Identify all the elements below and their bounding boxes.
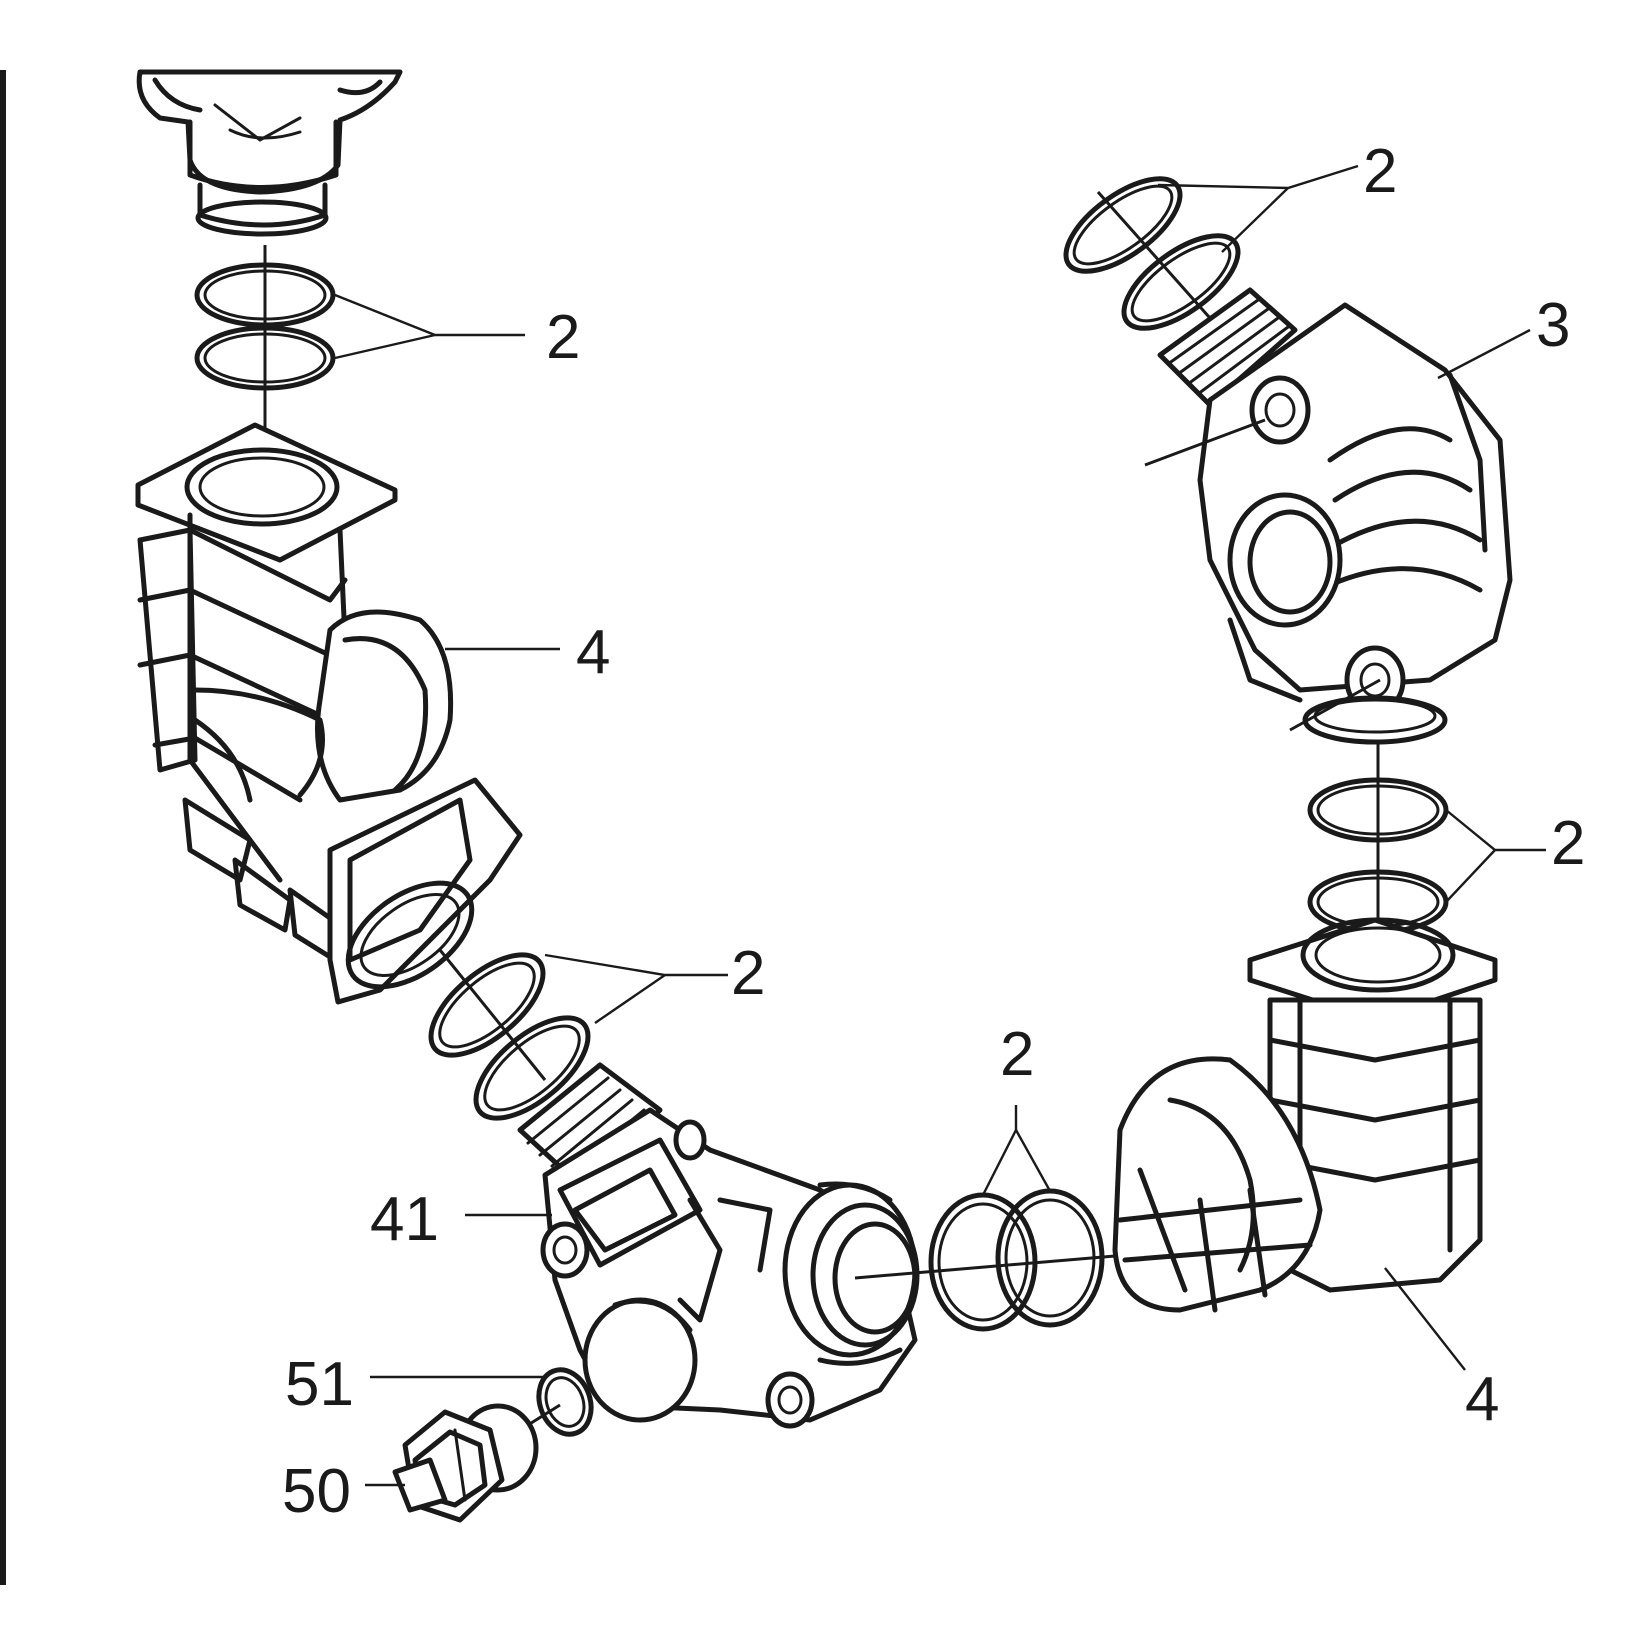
axis-right-upper: [1144, 418, 1266, 467]
elbow-fitting-right: [1112, 917, 1498, 1313]
o-ring-51: [536, 1367, 594, 1437]
axis-middle-left: [438, 949, 547, 1081]
page-border-bar: [0, 70, 6, 1585]
main-housing-41: [517, 1062, 920, 1429]
o-ring-pair-upper-left: [194, 262, 336, 391]
callout-3: 3: [1536, 291, 1570, 360]
callout-50: 50: [282, 1457, 351, 1526]
upstream-fitting: [136, 69, 403, 237]
callout-2-upper-left: 2: [546, 303, 580, 372]
axis-right-lower: [1289, 678, 1381, 732]
callout-4-left: 4: [576, 618, 610, 687]
leader-lines: [334, 164, 1546, 1487]
callout-41: 41: [370, 1185, 439, 1254]
housing-3: [1157, 287, 1513, 745]
o-ring-pair-middle-left: [428, 952, 591, 1121]
drain-plug-50: [392, 1403, 539, 1523]
elbow-fitting-left: [135, 422, 523, 1005]
callout-2-right: 2: [1551, 809, 1585, 878]
callout-2-middle: 2: [731, 939, 765, 1008]
callout-2-bottom-center: 2: [1000, 1020, 1034, 1089]
axis-bottom-center: [854, 1254, 1116, 1280]
callout-2-top-right: 2: [1363, 137, 1397, 206]
callout-51: 51: [285, 1350, 354, 1419]
callout-4-right: 4: [1465, 1365, 1499, 1434]
